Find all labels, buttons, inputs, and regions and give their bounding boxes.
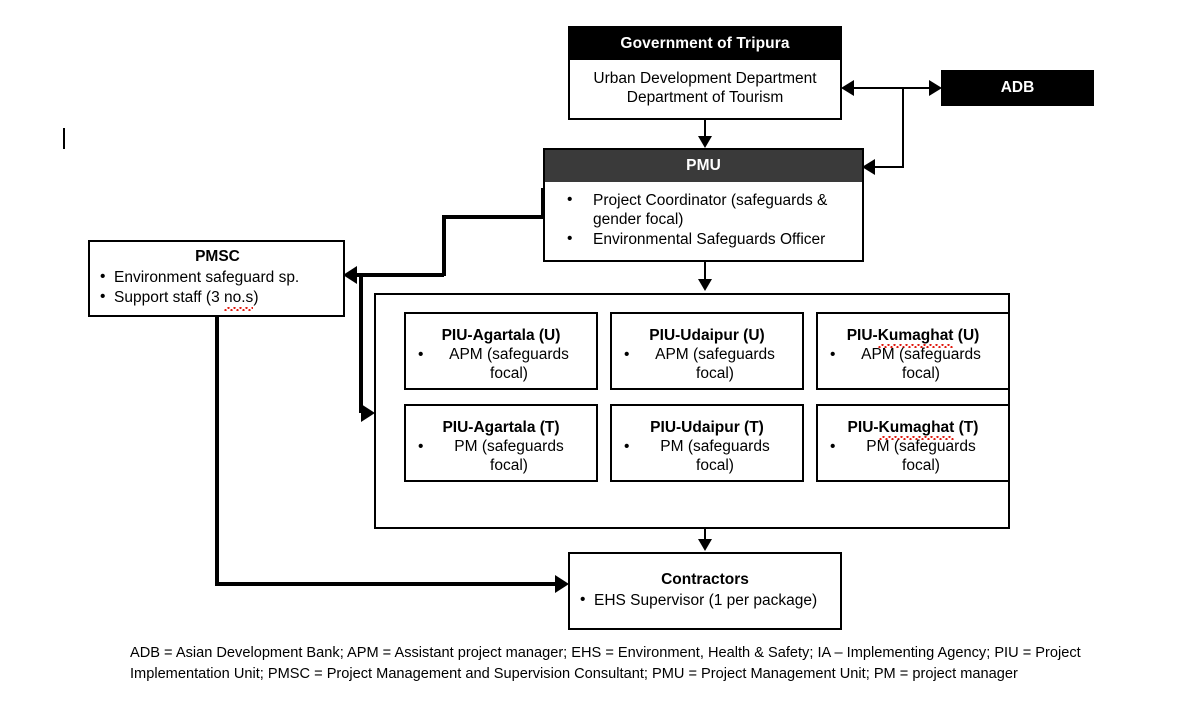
connector-adb-pmu-horizontal bbox=[874, 166, 903, 168]
piu-agartala-u-title: PIU-Agartala (U) bbox=[441, 327, 561, 344]
connector-pmsc-contractors-vertical bbox=[215, 317, 219, 585]
connector-pmsc-contractors-horizontal bbox=[215, 582, 557, 586]
connector-adb-pmu-arrowhead bbox=[862, 159, 875, 175]
node-piu-udaipur-t: PIU-Udaipur (T) PM (safeguards focal) bbox=[610, 404, 804, 482]
connector-adb-pmu-vertical bbox=[902, 88, 904, 168]
connector-got-pmu-arrowhead bbox=[698, 136, 712, 148]
connector-pmu-piu-arrowhead bbox=[698, 279, 712, 291]
node-piu-agartala-t: PIU-Agartala (T) PM (safeguards focal) bbox=[404, 404, 598, 482]
connector-pmu-piu-line bbox=[704, 262, 706, 284]
contractors-body: Contractors EHS Supervisor (1 per packag… bbox=[570, 554, 840, 628]
connector-pmu-pmsc-horizontal-upper bbox=[442, 215, 543, 219]
pmu-body: Project Coordinator (safeguards & gender… bbox=[545, 182, 862, 260]
text-caret-artifact bbox=[63, 128, 65, 149]
connector-pmu-pmsc-vertical-right bbox=[541, 188, 545, 218]
abbreviations-footnote: ADB = Asian Development Bank; APM = Assi… bbox=[130, 645, 1081, 682]
piu-kumaghat-u-misspelled-fragment: Kumaghat bbox=[877, 327, 954, 348]
connector-pmsc-contractors-arrowhead bbox=[555, 575, 569, 593]
piu-udaipur-u-title: PIU-Udaipur (U) bbox=[649, 327, 765, 344]
piu-kumaghat-t-role: PM (safeguards focal) bbox=[818, 438, 1008, 476]
connector-piu-contractors-line bbox=[704, 529, 706, 545]
piu-udaipur-u-role: APM (safeguards focal) bbox=[612, 346, 802, 384]
pmu-item-list: Project Coordinator (safeguards & gender… bbox=[549, 191, 854, 251]
node-piu-kumaghat-t: PIU-Kumaghat (T) PM (safeguards focal) bbox=[816, 404, 1010, 482]
pmu-item-0: Project Coordinator (safeguards & gender… bbox=[549, 191, 854, 230]
node-piu-kumaghat-u: PIU-Kumaghat (U) APM (safeguards focal) bbox=[816, 312, 1010, 390]
government-line-1: Urban Development Department bbox=[593, 70, 817, 88]
connector-got-adb-arrowhead-right bbox=[929, 80, 942, 96]
pmsc-item-0: Environment safeguard sp. bbox=[100, 268, 335, 288]
pmu-header-label: PMU bbox=[545, 150, 862, 182]
connector-got-pmu-line bbox=[704, 120, 706, 142]
node-government-of-tripura: Government of Tripura Urban Development … bbox=[568, 26, 842, 120]
connector-pmu-pmsc-vertical-step bbox=[442, 215, 446, 276]
pmsc-item-1: Support staff (3 no.s) bbox=[100, 288, 335, 311]
connector-got-adb-line bbox=[852, 87, 932, 89]
connector-pmsc-junction-arrowhead bbox=[361, 404, 375, 422]
piu-kumaghat-t-misspelled-fragment: Kumaghat bbox=[878, 419, 955, 440]
node-piu-agartala-u: PIU-Agartala (U) APM (safeguards focal) bbox=[404, 312, 598, 390]
node-pmsc: PMSC Environment safeguard sp. Support s… bbox=[88, 240, 345, 317]
connector-pmu-pmsc-horizontal-lower bbox=[356, 273, 444, 277]
piu-kumaghat-t-title: PIU-Kumaghat (T) bbox=[847, 419, 979, 440]
government-header-label: Government of Tripura bbox=[570, 28, 840, 60]
contractors-item-list: EHS Supervisor (1 per package) bbox=[580, 591, 830, 612]
connector-pmu-pmsc-arrowhead bbox=[343, 266, 357, 284]
pmu-item-1: Environmental Safeguards Officer bbox=[549, 230, 854, 250]
connector-got-adb-arrowhead-left bbox=[841, 80, 854, 96]
government-body: Urban Development Department Department … bbox=[570, 60, 840, 118]
pmsc-body: PMSC Environment safeguard sp. Support s… bbox=[90, 242, 343, 315]
government-line-2: Department of Tourism bbox=[626, 89, 784, 106]
piu-agartala-t-title: PIU-Agartala (T) bbox=[442, 419, 560, 436]
piu-kumaghat-u-title: PIU-Kumaghat (U) bbox=[846, 327, 980, 348]
pmsc-misspelled-fragment: no.s bbox=[224, 288, 254, 311]
pmsc-item-list: Environment safeguard sp. Support staff … bbox=[100, 268, 335, 311]
pmsc-title: PMSC bbox=[195, 248, 240, 266]
piu-agartala-t-role: PM (safeguards focal) bbox=[406, 438, 596, 476]
node-pmu: PMU Project Coordinator (safeguards & ge… bbox=[543, 148, 864, 262]
contractors-title: Contractors bbox=[661, 570, 749, 588]
piu-agartala-u-role: APM (safeguards focal) bbox=[406, 346, 596, 384]
connector-piu-contractors-arrowhead bbox=[698, 539, 712, 551]
node-piu-udaipur-u: PIU-Udaipur (U) APM (safeguards focal) bbox=[610, 312, 804, 390]
piu-kumaghat-u-role: APM (safeguards focal) bbox=[818, 346, 1008, 384]
node-adb: ADB bbox=[941, 70, 1094, 106]
adb-label: ADB bbox=[1000, 79, 1035, 96]
node-contractors: Contractors EHS Supervisor (1 per packag… bbox=[568, 552, 842, 630]
piu-udaipur-t-role: PM (safeguards focal) bbox=[612, 438, 802, 476]
contractors-item-0: EHS Supervisor (1 per package) bbox=[580, 591, 830, 611]
connector-pmsc-junction-vertical bbox=[359, 273, 363, 413]
piu-udaipur-t-title: PIU-Udaipur (T) bbox=[650, 419, 764, 436]
